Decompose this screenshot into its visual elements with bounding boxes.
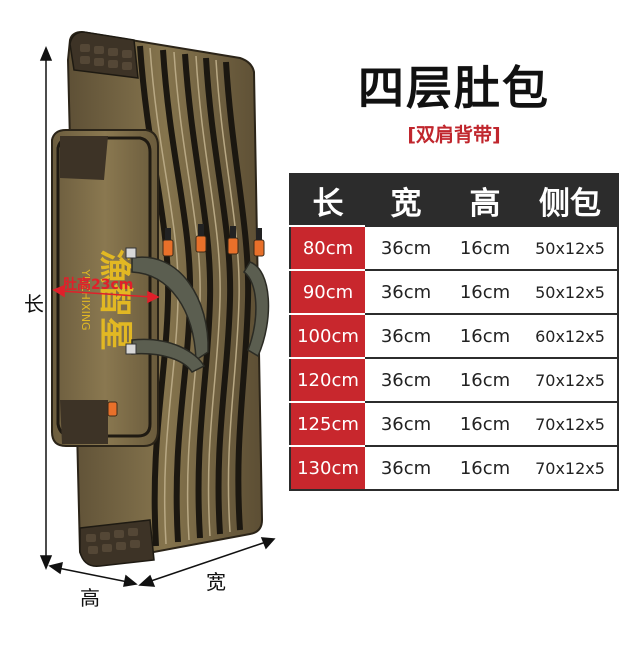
- cell-height: 16cm: [447, 357, 523, 402]
- table-row: 100cm 36cm 16cm 60x12x5: [290, 313, 618, 358]
- table-row: 80cm 36cm 16cm 50x12x5: [290, 225, 618, 270]
- cell-width: 36cm: [365, 401, 447, 446]
- cell-length: 130cm: [290, 445, 365, 490]
- fishing-rod-bag-image: 漁智星 YUZHIXING: [39, 30, 276, 587]
- cell-width: 36cm: [365, 313, 447, 358]
- cell-length: 90cm: [290, 269, 365, 314]
- table-row: 120cm 36cm 16cm 70x12x5: [290, 357, 618, 402]
- product-title: 四层肚包: [358, 61, 550, 115]
- cell-side: 70x12x5: [523, 445, 618, 490]
- header-height: 高: [447, 174, 523, 226]
- length-label: 长: [24, 292, 44, 316]
- table-row: 125cm 36cm 16cm 70x12x5: [290, 401, 618, 446]
- header-side-pocket: 侧包: [523, 174, 618, 226]
- belly-height-label: 肚高23cm: [63, 277, 134, 293]
- cell-width: 36cm: [365, 445, 447, 490]
- cell-side: 60x12x5: [523, 313, 618, 358]
- cell-side: 70x12x5: [523, 401, 618, 446]
- cell-height: 16cm: [447, 313, 523, 358]
- cell-width: 36cm: [365, 357, 447, 402]
- size-spec-table: 长 宽 高 侧包 80cm 36cm 16cm 50x12x5 90cm 36c…: [289, 173, 619, 491]
- cell-height: 16cm: [447, 401, 523, 446]
- cell-width: 36cm: [365, 269, 447, 314]
- cell-length: 120cm: [290, 357, 365, 402]
- cell-length: 80cm: [290, 225, 365, 270]
- cell-height: 16cm: [447, 269, 523, 314]
- cell-side: 70x12x5: [523, 357, 618, 402]
- cell-height: 16cm: [447, 445, 523, 490]
- cell-side: 50x12x5: [523, 225, 618, 270]
- cell-height: 16cm: [447, 225, 523, 270]
- table-row: 130cm 36cm 16cm 70x12x5: [290, 445, 618, 490]
- cell-side: 50x12x5: [523, 269, 618, 314]
- svg-text:YUZHIXING: YUZHIXING: [79, 268, 92, 330]
- table-header-row: 长 宽 高 侧包: [290, 174, 618, 226]
- table-row: 90cm 36cm 16cm 50x12x5: [290, 269, 618, 314]
- header-width: 宽: [365, 174, 447, 226]
- header-length: 长: [290, 174, 365, 226]
- cell-width: 36cm: [365, 225, 447, 270]
- cell-length: 100cm: [290, 313, 365, 358]
- width-label: 宽: [206, 570, 226, 594]
- product-subtitle: [双肩背带]: [407, 124, 501, 146]
- cell-length: 125cm: [290, 401, 365, 446]
- svg-text:漁智星: 漁智星: [95, 249, 135, 351]
- height-label: 高: [80, 586, 100, 610]
